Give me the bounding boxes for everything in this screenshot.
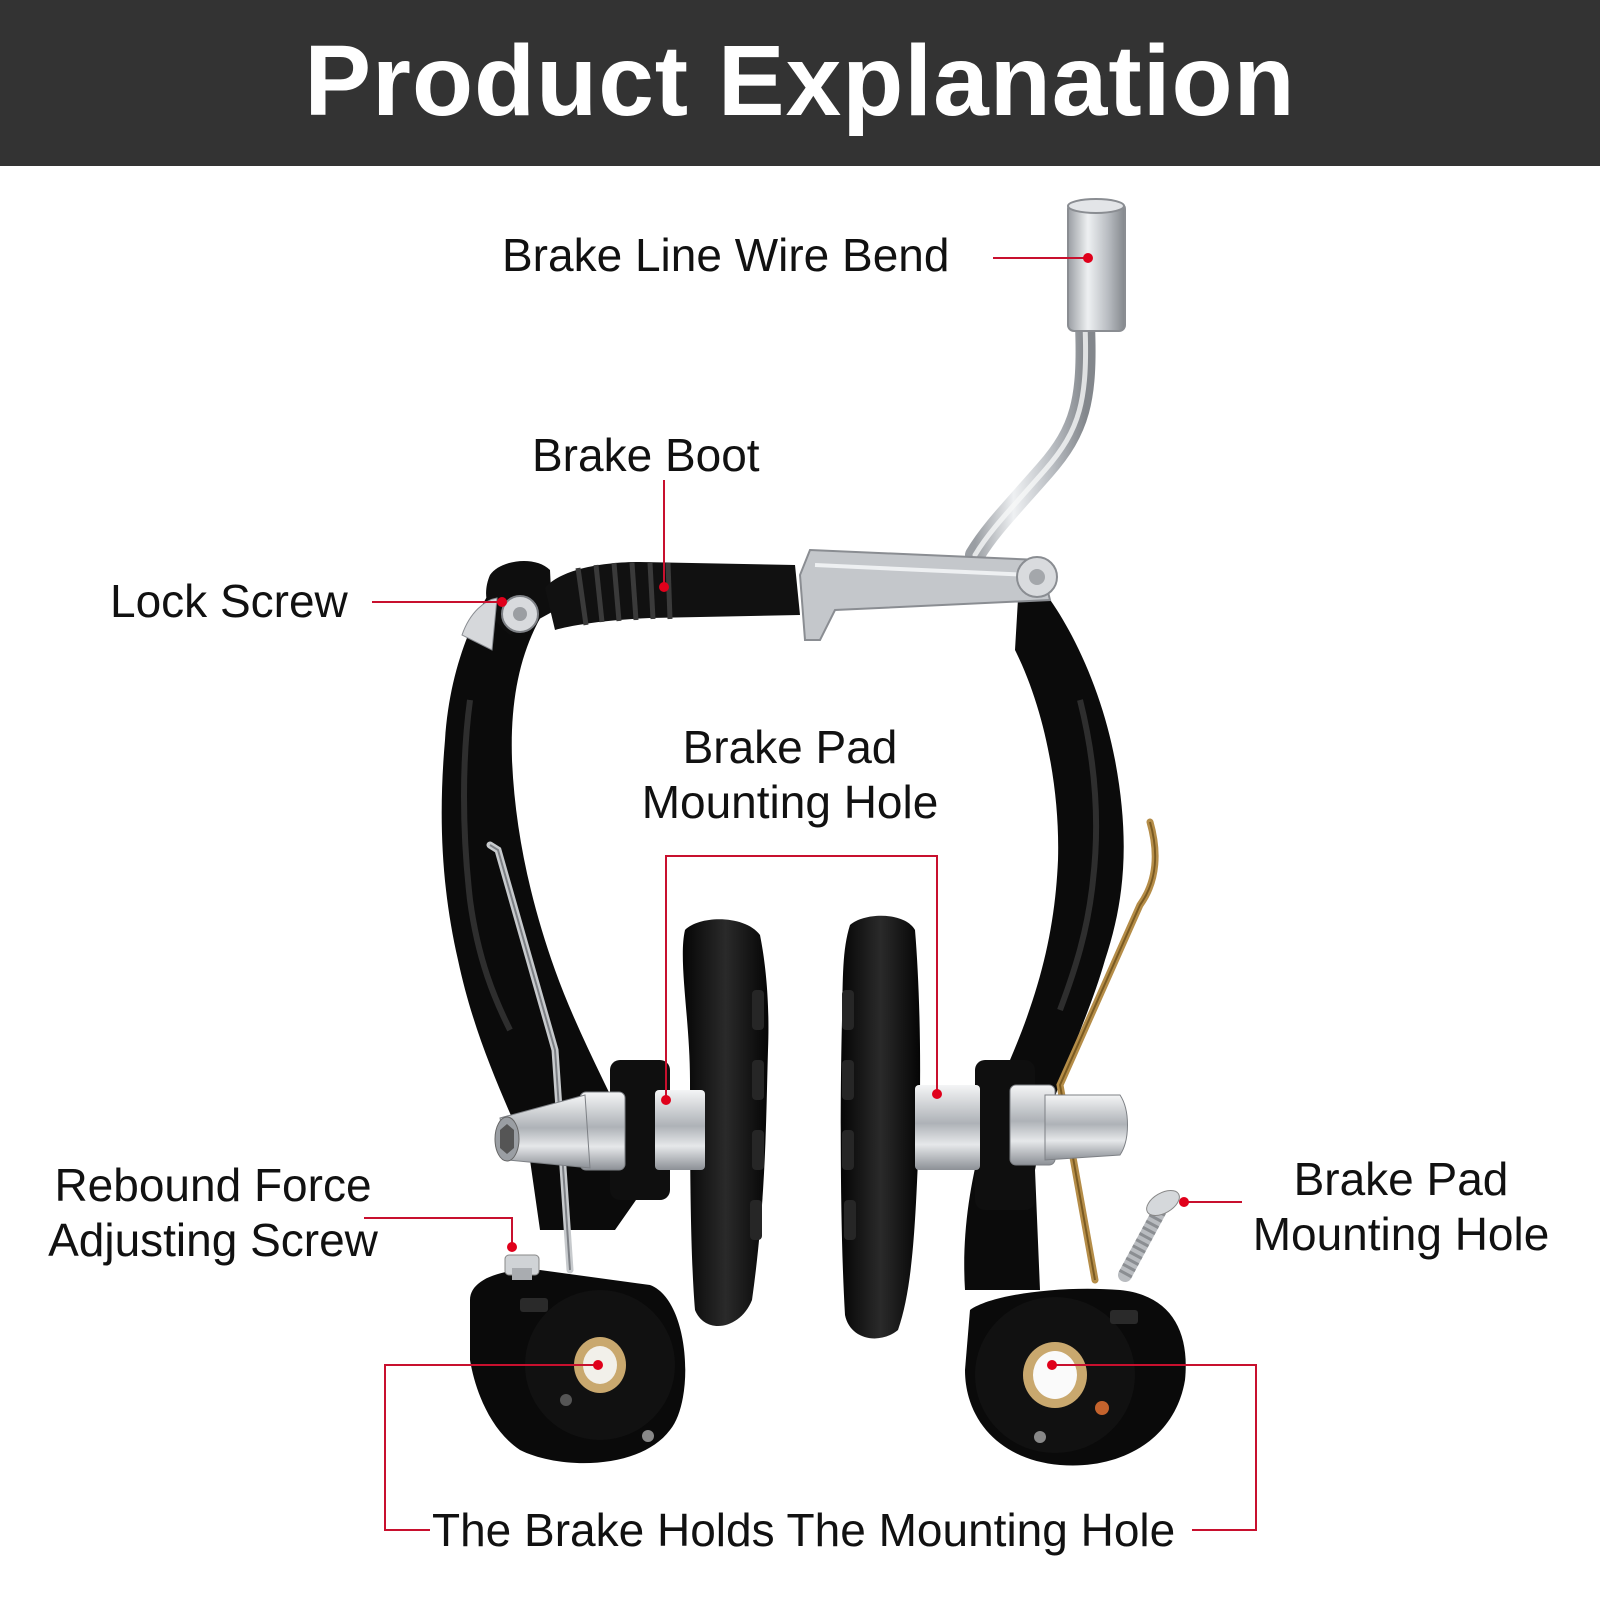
- dot-pad-hole-right: [932, 1089, 942, 1099]
- header-bar: Product Explanation: [0, 0, 1600, 166]
- label-pad-hole-right: Brake Pad Mounting Hole: [1236, 1152, 1566, 1262]
- pad-mount-left: [494, 1060, 705, 1200]
- dot-holds-left: [593, 1360, 603, 1370]
- dot-wire-bend: [1083, 253, 1093, 263]
- label-rebound-screw: Rebound Force Adjusting Screw: [28, 1158, 398, 1268]
- right-caliper-arm: [964, 565, 1186, 1466]
- leader-holds-mounting-left: [384, 1364, 598, 1531]
- linkage-arm: [798, 548, 1058, 641]
- page-title: Product Explanation: [304, 24, 1296, 137]
- left-caliper-arm: [441, 560, 686, 1464]
- dot-brake-boot: [659, 582, 669, 592]
- pad-mount-right: [915, 1060, 1128, 1210]
- brake-pad-left: [682, 919, 769, 1327]
- leader-rebound-screw: [364, 1217, 513, 1245]
- label-pad-hole-center-line2: Mounting Hole: [641, 776, 939, 828]
- label-pad-hole-center: Brake Pad Mounting Hole: [620, 720, 960, 830]
- dot-lock-screw: [497, 597, 507, 607]
- label-wire-bend: Brake Line Wire Bend: [502, 229, 950, 281]
- label-pad-hole-center-line1: Brake Pad: [682, 721, 898, 773]
- wire-bend-noodle: [965, 198, 1126, 565]
- brake-boot: [501, 562, 800, 633]
- brake-pad-right: [840, 915, 921, 1339]
- label-rebound-line2: Adjusting Screw: [48, 1214, 378, 1266]
- label-holds-mounting-hole: The Brake Holds The Mounting Hole: [432, 1504, 1176, 1556]
- dot-holds-right: [1047, 1360, 1057, 1370]
- label-lock-screw: Lock Screw: [110, 575, 348, 627]
- label-pad-hole-right-line2: Mounting Hole: [1252, 1208, 1550, 1260]
- leader-holds-mounting-right: [1052, 1364, 1257, 1531]
- label-brake-boot: Brake Boot: [532, 429, 760, 481]
- leader-pad-hole-center: [665, 855, 938, 1098]
- dot-pad-hole-left: [661, 1095, 671, 1105]
- label-pad-hole-right-line1: Brake Pad: [1293, 1153, 1509, 1205]
- dot-rebound-screw: [507, 1242, 517, 1252]
- leader-lines: [364, 257, 1257, 1531]
- dot-pad-hole-far-right: [1179, 1197, 1189, 1207]
- label-rebound-line1: Rebound Force: [54, 1159, 372, 1211]
- leader-dots: [497, 253, 1189, 1370]
